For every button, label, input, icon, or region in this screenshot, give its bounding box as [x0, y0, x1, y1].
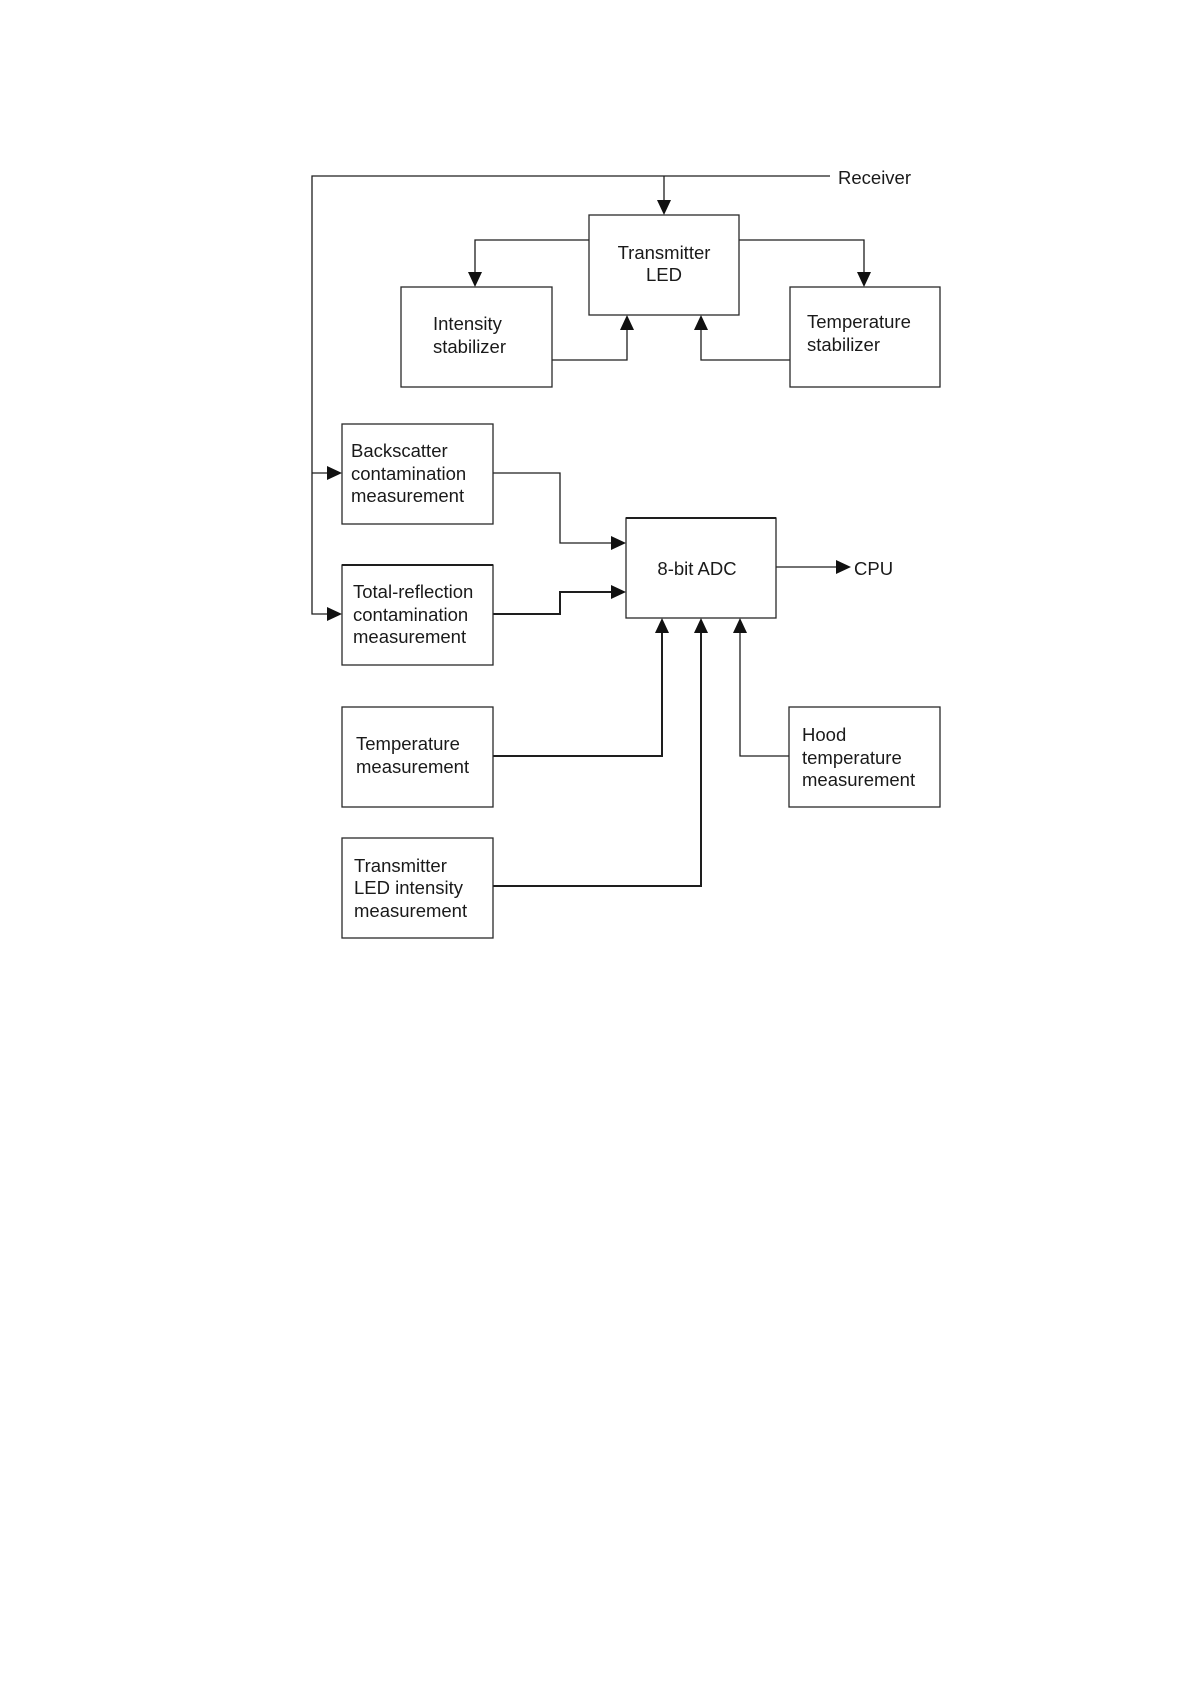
temperature-measurement-block: Temperature measurement [342, 707, 493, 807]
arrow-backscatter-into-adc [611, 536, 626, 550]
transmitter-led-line-2: LED [646, 264, 682, 285]
hood-temperature-line-2: temperature [802, 747, 902, 768]
temperature-stabilizer-line-1: Temperature [807, 311, 911, 332]
led-intensity-line-2: LED intensity [354, 877, 464, 898]
total-reflection-line-3: measurement [353, 626, 466, 647]
wire-temperature-measurement-to-adc [493, 632, 662, 756]
arrow-hood-temperature-into-adc [733, 618, 747, 633]
temperature-measurement-line-2: measurement [356, 756, 469, 777]
receiver-label: Receiver [838, 167, 911, 188]
arrow-temperature-measurement-into-adc [655, 618, 669, 633]
wire-backscatter-to-adc [493, 473, 612, 543]
arrow-into-intensity-stabilizer [468, 272, 482, 287]
intensity-stabilizer-line-2: stabilizer [433, 336, 506, 357]
total-reflection-line-2: contamination [353, 604, 468, 625]
backscatter-line-1: Backscatter [351, 440, 448, 461]
adc-block: 8-bit ADC [626, 518, 776, 618]
adc-label: 8-bit ADC [657, 558, 736, 579]
hood-temperature-measurement-block: Hood temperature measurement [789, 707, 940, 807]
total-reflection-measurement-block: Total-reflection contamination measureme… [342, 565, 493, 665]
led-intensity-line-3: measurement [354, 900, 467, 921]
wire-total-reflection-to-adc [493, 592, 612, 614]
total-reflection-line-1: Total-reflection [353, 581, 473, 602]
arrow-into-total-reflection [327, 607, 342, 621]
temperature-stabilizer-block: Temperature stabilizer [790, 287, 940, 387]
arrow-into-cpu [836, 560, 851, 574]
wire-temperature-stabilizer-feedback [701, 328, 790, 360]
hood-temperature-line-1: Hood [802, 724, 846, 745]
transmitter-led-line-1: Transmitter [618, 242, 711, 263]
arrow-into-transmitter-led [657, 200, 671, 215]
wire-intensity-stabilizer-feedback [552, 328, 627, 360]
intensity-stabilizer-block: Intensity stabilizer [401, 287, 552, 387]
backscatter-line-3: measurement [351, 485, 464, 506]
wire-hood-temperature-to-adc [740, 632, 789, 756]
transmitter-led-block: Transmitter LED [589, 215, 739, 315]
cpu-label: CPU [854, 558, 893, 579]
arrow-into-temperature-stabilizer [857, 272, 871, 287]
arrow-temperature-feedback [694, 315, 708, 330]
temperature-stabilizer-line-2: stabilizer [807, 334, 880, 355]
led-intensity-measurement-block: Transmitter LED intensity measurement [342, 838, 493, 938]
backscatter-measurement-block: Backscatter contamination measurement [342, 424, 493, 524]
arrow-total-reflection-into-adc [611, 585, 626, 599]
arrow-into-backscatter [327, 466, 342, 480]
wire-led-intensity-to-adc [493, 632, 701, 886]
backscatter-line-2: contamination [351, 463, 466, 484]
wire-led-to-intensity-stabilizer [475, 240, 589, 274]
intensity-stabilizer-line-1: Intensity [433, 313, 503, 334]
led-intensity-line-1: Transmitter [354, 855, 447, 876]
wire-led-to-temperature-stabilizer [739, 240, 864, 274]
arrow-intensity-feedback [620, 315, 634, 330]
hood-temperature-line-3: measurement [802, 769, 915, 790]
temperature-measurement-line-1: Temperature [356, 733, 460, 754]
arrow-led-intensity-into-adc [694, 618, 708, 633]
